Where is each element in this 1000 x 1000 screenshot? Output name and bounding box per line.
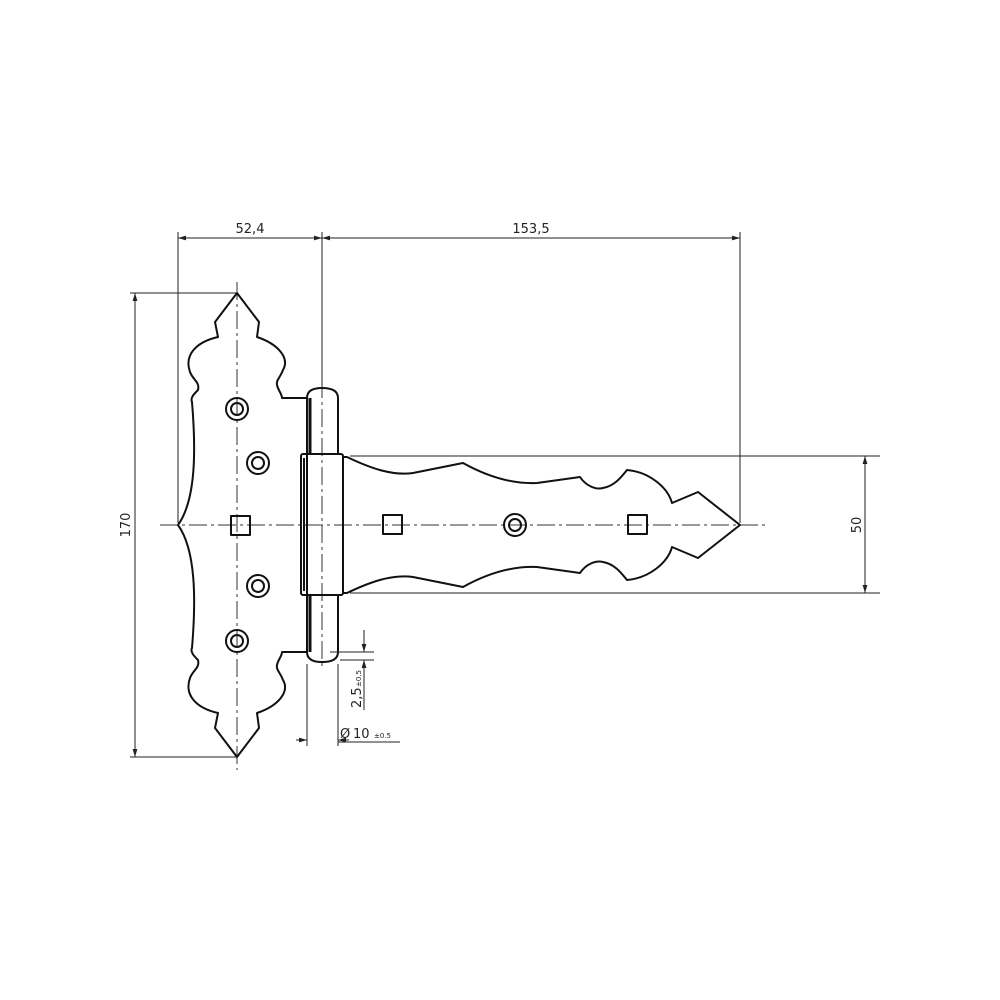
dim-pin-diameter-tolerance: ±0.5	[374, 732, 391, 740]
dim-strap-width: 50	[850, 517, 865, 534]
dim-pin-diameter: 10	[353, 727, 370, 742]
dim-total-height: 170	[119, 513, 134, 538]
dim-strap-length: 153,5	[512, 222, 549, 237]
left-leaf-outline	[177, 292, 308, 758]
dim-pin-diameter-symbol: Ø	[340, 727, 350, 742]
dim-knuckle-gap: 2,5	[350, 687, 365, 708]
dimension-lines	[132, 235, 868, 757]
strap-holes	[382, 513, 648, 537]
centerlines	[160, 282, 768, 770]
dim-knuckle-gap-tolerance: ±0.5	[355, 670, 363, 687]
dim-left-leaf-width: 52,4	[236, 222, 265, 237]
left-leaf-holes	[225, 397, 270, 653]
hinge-knuckle	[300, 387, 344, 663]
extension-lines	[130, 232, 880, 758]
strap-leaf-outline	[343, 456, 741, 594]
